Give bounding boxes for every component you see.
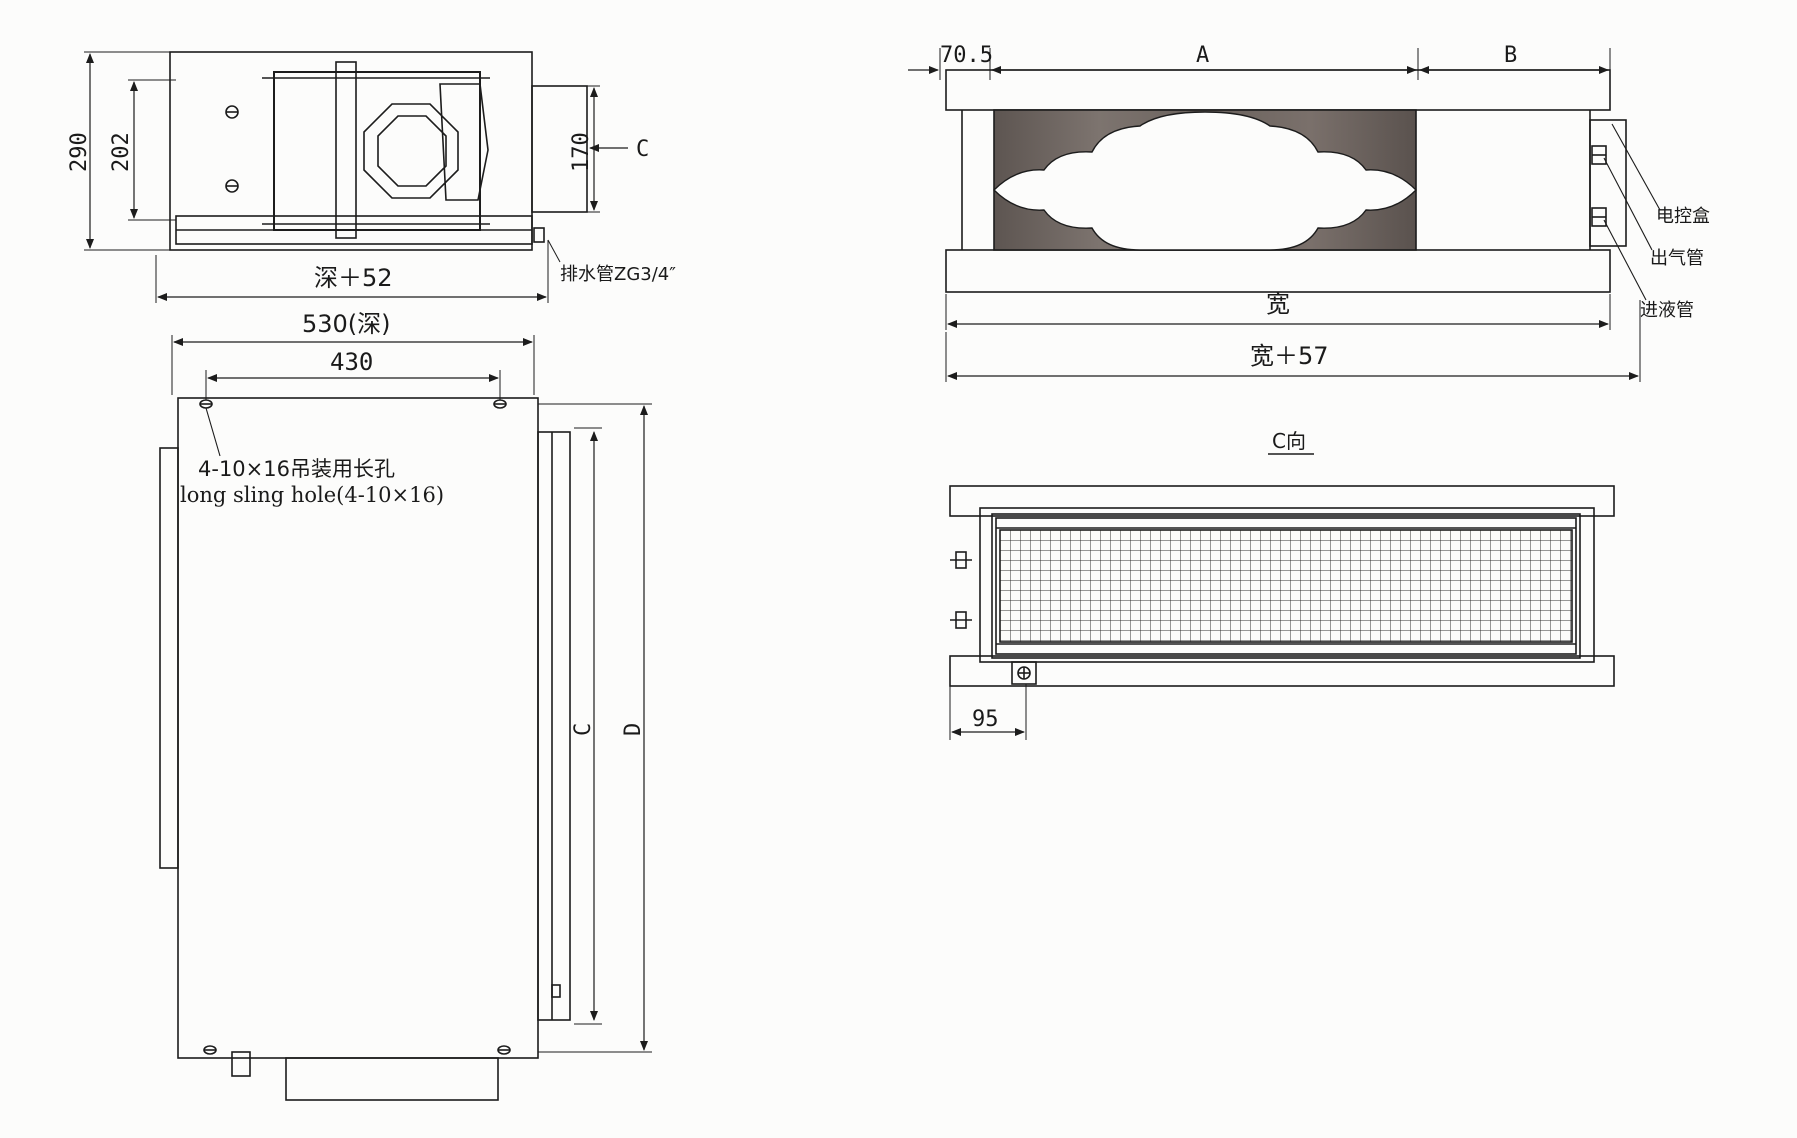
side-view-bolt-icon (225, 105, 239, 193)
plan-view-small-stub (551, 984, 561, 998)
side-view-casing (169, 51, 533, 251)
dim-d-plan: D (621, 723, 646, 736)
side-view-vertical-strap (335, 61, 357, 239)
c-view-title: C向 (1272, 429, 1306, 453)
plan-view-pipe-stub (231, 1051, 251, 1077)
dim-b: B (1504, 43, 1517, 68)
dim-202: 202 (109, 132, 134, 172)
c-view-mesh-grille (999, 529, 1573, 643)
sling-hole-label-cn: 4-10×16吊装用长孔 (198, 457, 395, 481)
plan-view (159, 335, 652, 1101)
sling-hole-icon (199, 399, 511, 1055)
side-view-outlet (531, 85, 588, 213)
dim-95: 95 (972, 707, 999, 732)
width-label: 宽 (1266, 290, 1290, 318)
front-view-bottom-frame (945, 249, 1611, 293)
control-box-label: 电控盒 (1656, 206, 1710, 227)
plan-view-outlet (537, 431, 571, 1021)
control-box (1589, 119, 1627, 247)
width-plus-57-label: 宽＋57 (1250, 342, 1329, 370)
dim-170: 170 (569, 132, 594, 172)
plan-view-left-flange (159, 447, 179, 869)
side-view-coil-box (273, 71, 481, 231)
dim-530-depth: 530(深) (302, 310, 391, 338)
front-view (908, 48, 1661, 382)
dim-70-5: 70.5 (940, 43, 993, 68)
pipe-valve-icon (1591, 145, 1607, 227)
plan-view-bottom-box (285, 1057, 499, 1101)
side-view (84, 51, 628, 303)
side-view-fan-octagon-inner (377, 115, 447, 187)
side-view-fan-octagon-outer (363, 103, 459, 199)
dim-a: A (1196, 43, 1209, 68)
c-view-body (979, 507, 1595, 663)
depth-plus-52-label: 深＋52 (314, 264, 393, 292)
c-view-drain-fitting (1011, 661, 1037, 685)
front-view-top-frame (945, 69, 1611, 111)
liquid-pipe-label: 进液管 (1640, 300, 1694, 321)
c-view-fitting-icon (950, 551, 972, 629)
drain-pipe-label: 排水管ZG3/4″ (560, 264, 676, 285)
c-view-top-flange (949, 485, 1615, 517)
dim-c-plan: C (571, 723, 596, 736)
c-view-grille-inner (995, 517, 1577, 655)
gas-pipe-label: 出气管 (1650, 248, 1704, 269)
c-view-bottom-flange (949, 655, 1615, 687)
sling-hole-label-en: long sling hole(4-10×16) (180, 483, 444, 507)
drain-pipe-fitting (533, 227, 545, 243)
front-view-coil-cutout (993, 111, 1417, 251)
c-view-grille-frame (991, 513, 1581, 659)
dim-430: 430 (330, 348, 373, 376)
side-view-motor-housing (439, 83, 489, 201)
arrow-c-label: C (636, 137, 649, 162)
dim-290: 290 (67, 132, 92, 172)
c-view (949, 485, 1615, 740)
